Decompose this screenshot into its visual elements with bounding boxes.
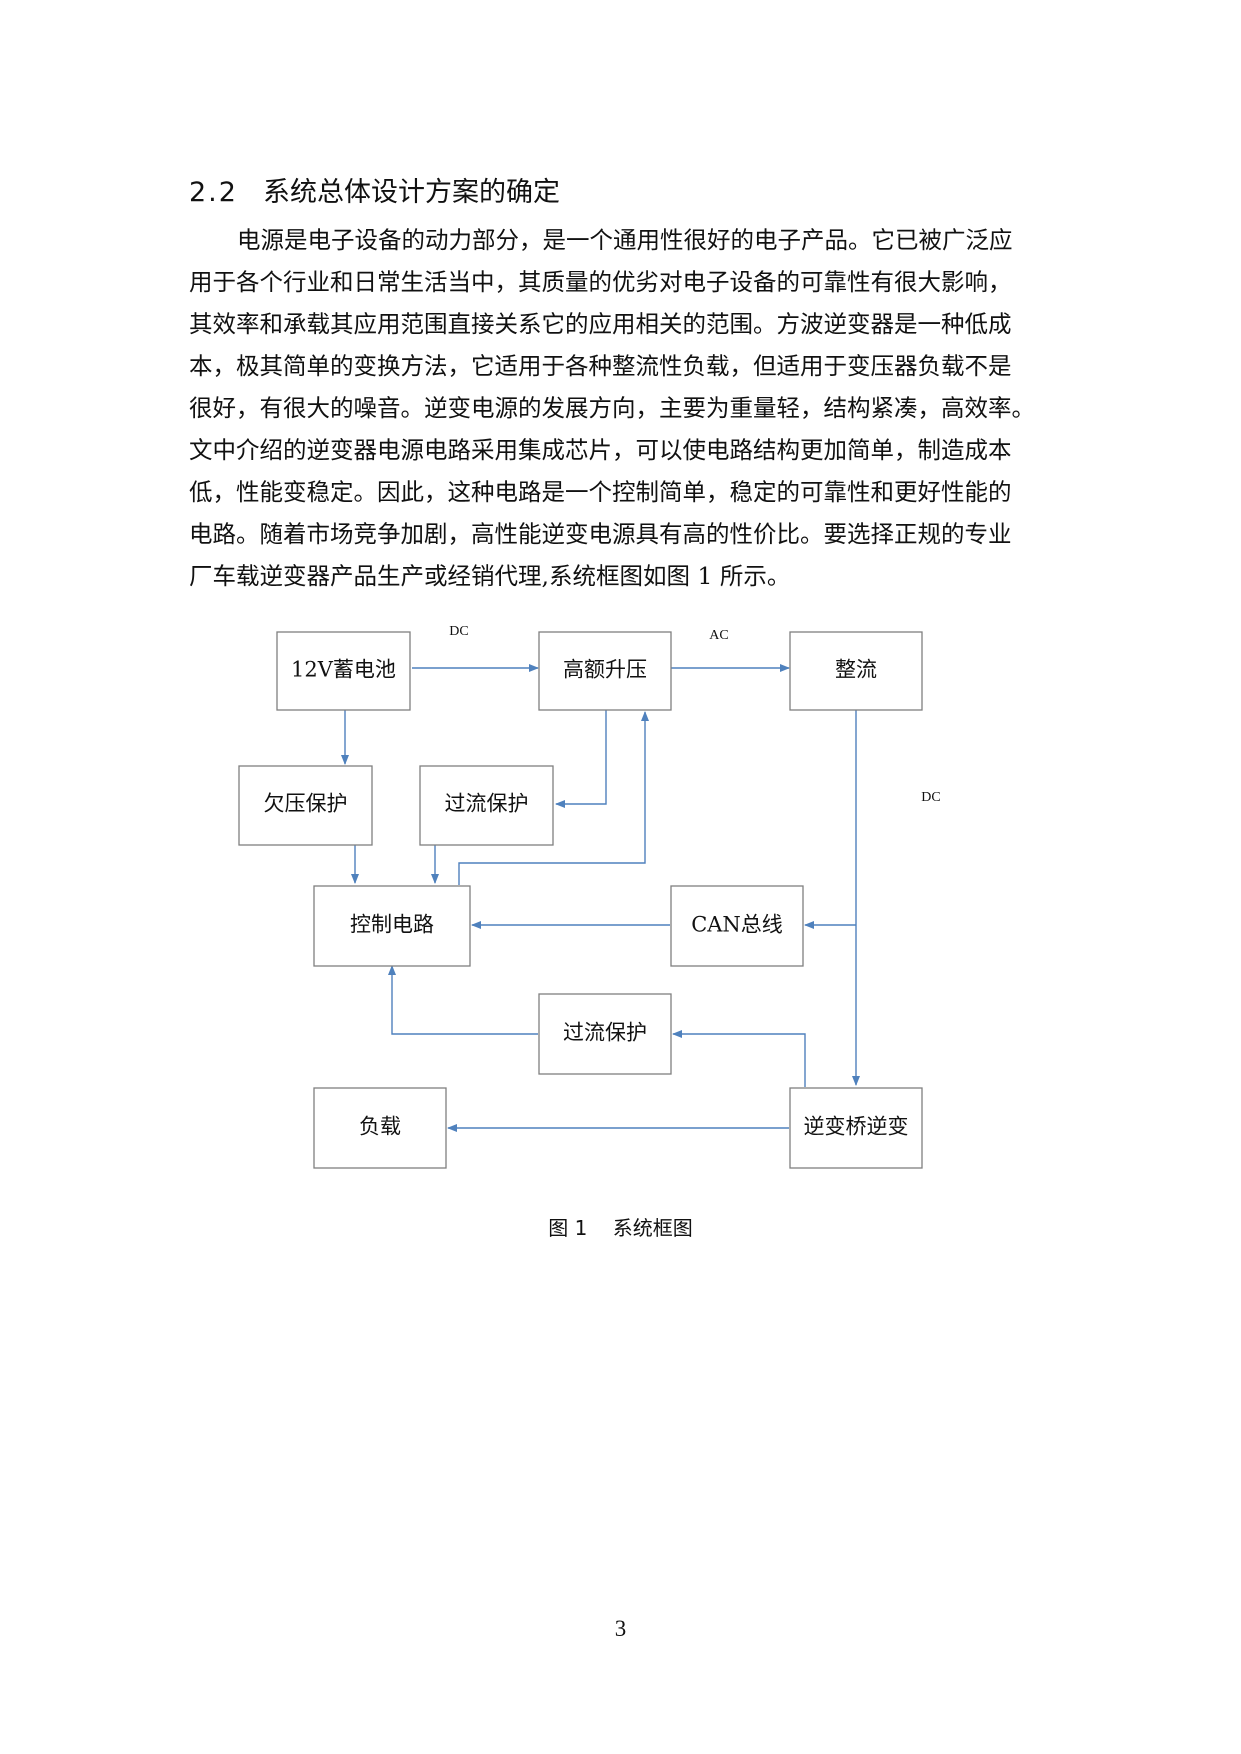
paragraph-line: 厂车载逆变器产品生产或经销代理,系统框图如图 1 所示。 [189, 562, 791, 590]
node-control-label: 控制电路 [350, 913, 434, 937]
node-rectifier-label: 整流 [835, 658, 877, 682]
node-battery-label: 12V蓄电池 [291, 658, 396, 682]
node-inverter-bridge-label: 逆变桥逆变 [804, 1115, 909, 1139]
node-boost-label: 高额升压 [563, 658, 647, 682]
arrow-control-to-boost [458, 711, 649, 885]
node-can-bus-label: CAN总线 [691, 913, 783, 937]
page-number: 3 [614, 1616, 627, 1641]
node-overcurrent-bottom-label: 过流保护 [563, 1021, 647, 1045]
node-can-bus: CAN总线 [670, 885, 804, 967]
arrow-boost-to-overcurrent [555, 710, 607, 808]
arrow-inverter-to-overcurrent [672, 1030, 806, 1087]
node-undervoltage: 欠压保护 [238, 765, 373, 846]
paragraph-line: 很好，有很大的噪音。逆变电源的发展方向，主要为重量轻，结构紧凑，高效率。 [189, 394, 1035, 422]
section-heading: 2.2 系统总体设计方案的确定 [189, 170, 560, 209]
node-load-label: 负载 [359, 1115, 401, 1139]
node-load: 负载 [313, 1087, 447, 1169]
node-overcurrent-bottom: 过流保护 [538, 993, 672, 1075]
dc-label-top: DC [449, 624, 468, 639]
node-inverter-bridge: 逆变桥逆变 [789, 1087, 923, 1169]
diagram-connections [341, 664, 860, 1132]
paragraph-line: 低，性能变稳定。因此，这种电路是一个控制简单，稳定的可靠性和更好性能的 [189, 478, 1012, 506]
section-title: 系统总体设计方案的确定 [263, 177, 560, 208]
node-boost: 高额升压 [538, 631, 672, 711]
arrow-overcurrent-to-control-feedback [388, 965, 538, 1035]
node-battery: 12V蓄电池 [276, 631, 411, 711]
figure-caption: 图 1 系统框图 [548, 1216, 693, 1240]
body-paragraph: 电源是电子设备的动力部分，是一个通用性很好的电子产品。它已被广泛应 用于各个行业… [189, 219, 1064, 597]
node-rectifier: 整流 [789, 631, 923, 711]
paragraph-line: 电源是电子设备的动力部分，是一个通用性很好的电子产品。它已被广泛应 [237, 226, 1013, 254]
paragraph-line: 本，极其简单的变换方法，它适用于各种整流性负载，但适用于变压器负载不是 [189, 352, 1012, 380]
node-control: 控制电路 [313, 885, 471, 967]
paragraph-line: 其效率和承载其应用范围直接关系它的应用相关的范围。方波逆变器是一种低成 [189, 310, 1012, 338]
dc-label-right: DC [921, 790, 940, 805]
paragraph-line: 电路。随着市场竞争加剧，高性能逆变电源具有高的性价比。要选择正规的专业 [189, 520, 1012, 548]
node-undervoltage-label: 欠压保护 [264, 792, 348, 816]
paragraph-line: 文中介绍的逆变器电源电路采用集成芯片，可以使电路结构更加简单，制造成本 [189, 436, 1012, 464]
section-number: 2.2 [189, 177, 238, 208]
paragraph-line: 用于各个行业和日常生活当中，其质量的优劣对电子设备的可靠性有很大影响， [189, 268, 1012, 296]
node-overcurrent-top-label: 过流保护 [445, 792, 529, 816]
ac-label-top: AC [709, 628, 728, 643]
node-overcurrent-top: 过流保护 [419, 765, 554, 846]
